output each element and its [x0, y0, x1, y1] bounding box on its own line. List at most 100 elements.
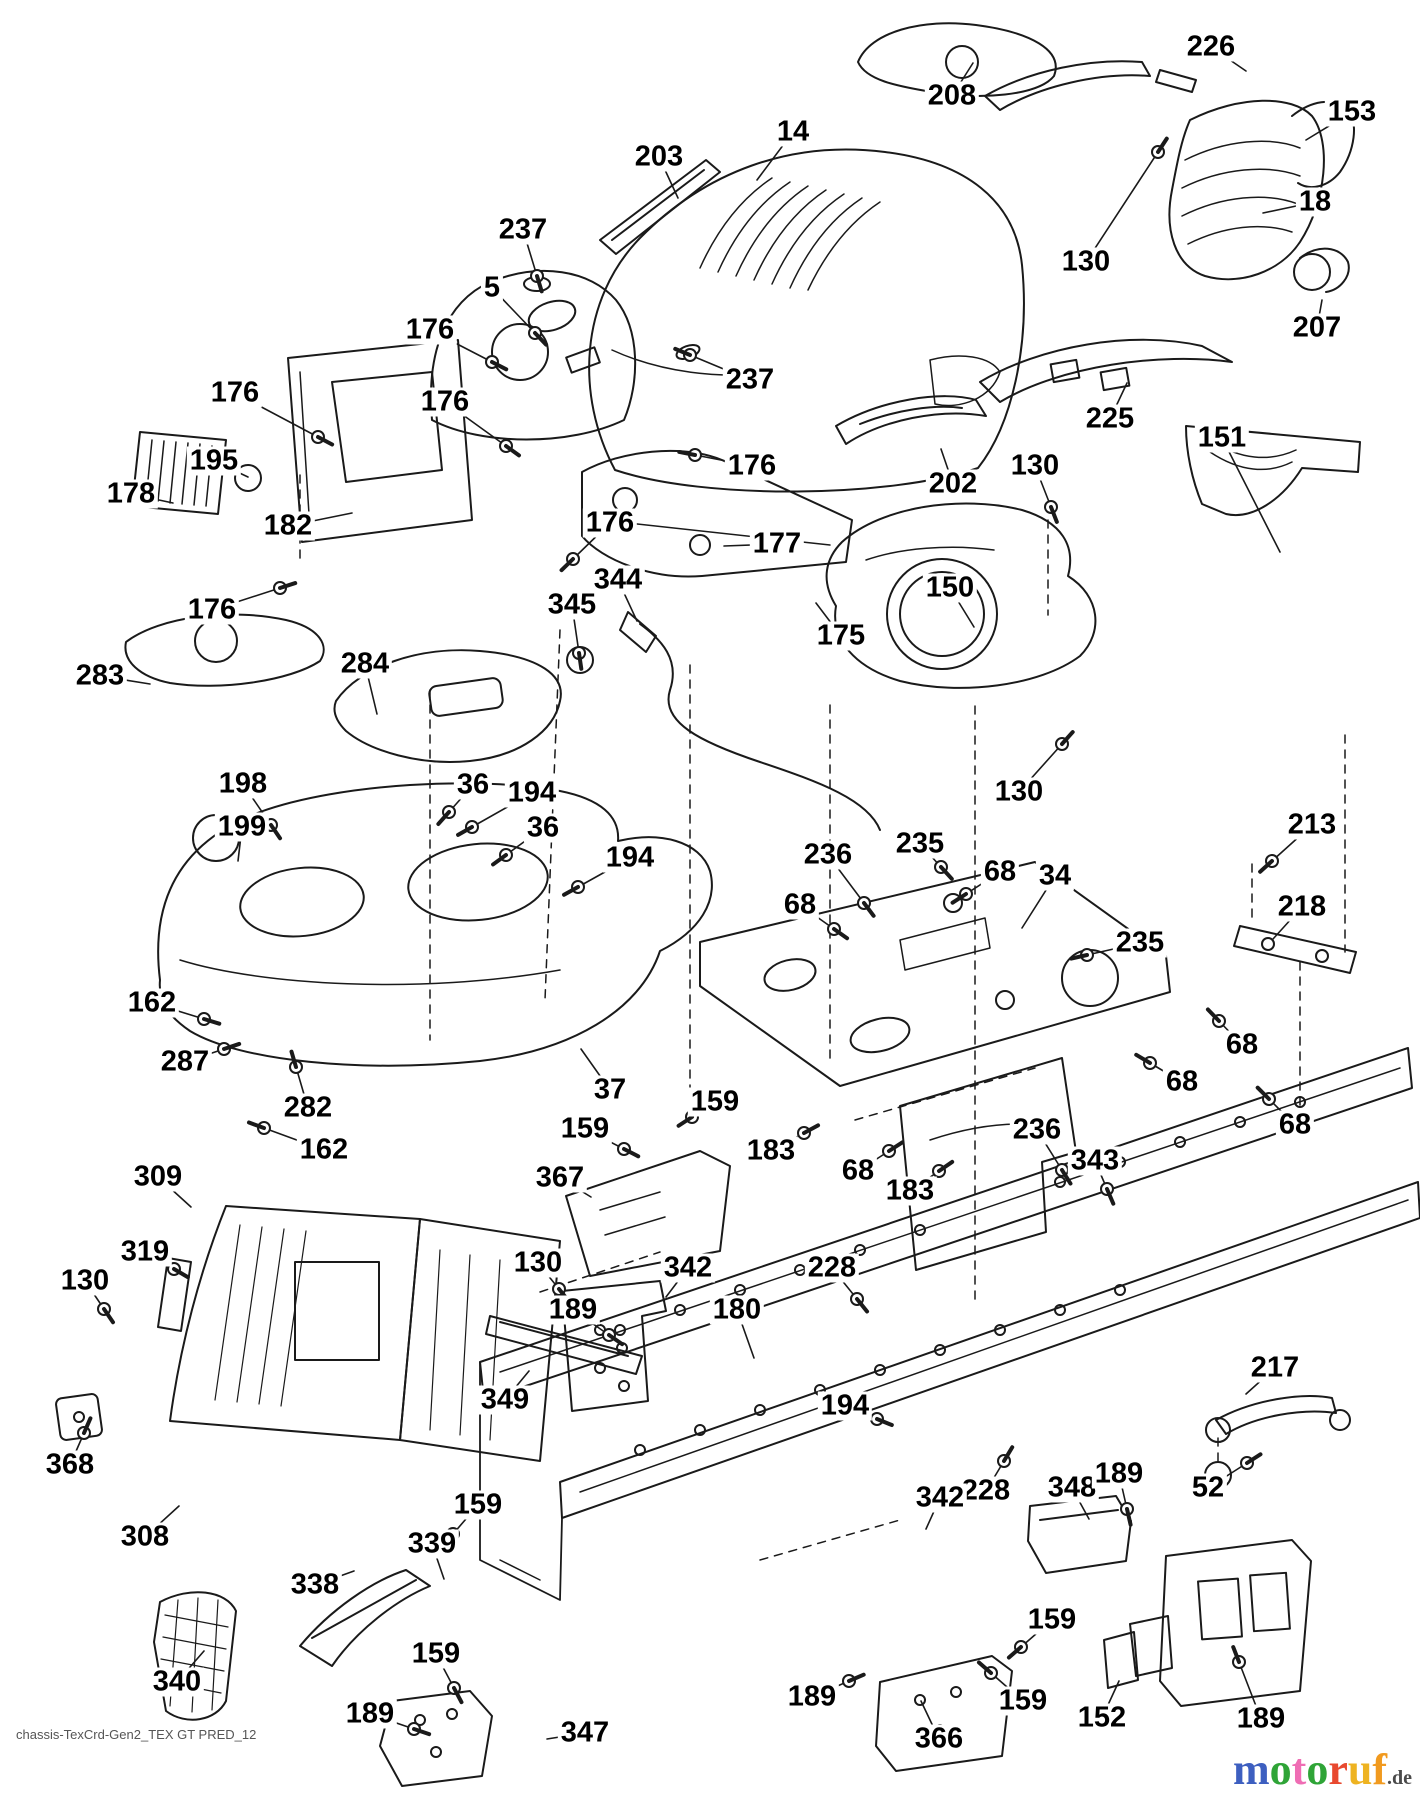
part-label: 176: [184, 595, 240, 625]
plate-347-part: [380, 1691, 492, 1786]
part-label: 189: [1091, 1459, 1147, 1489]
part-label: 225: [1082, 404, 1138, 434]
strap-part: [1234, 926, 1356, 973]
part-label: 208: [924, 81, 980, 111]
part-label: 130: [57, 1266, 113, 1296]
part-label: 218: [1274, 892, 1330, 922]
logo-suffix: .de: [1387, 1767, 1412, 1789]
lamp-pod-part: [858, 23, 1056, 96]
part-label: 189: [342, 1699, 398, 1729]
part-label: 228: [804, 1253, 860, 1283]
part-label: 177: [749, 529, 805, 559]
part-label: 339: [404, 1529, 460, 1559]
logo-letter: o: [1269, 1745, 1292, 1794]
part-label: 309: [130, 1162, 186, 1192]
grille-shell-part: [1169, 101, 1323, 279]
part-label: 213: [1284, 810, 1340, 840]
part-label: 366: [911, 1724, 967, 1754]
part-label: 183: [743, 1136, 799, 1166]
part-label: 176: [724, 451, 780, 481]
mount-plate-part: [700, 862, 1170, 1086]
logo-letter: f: [1372, 1745, 1387, 1794]
part-label: 5: [480, 273, 504, 303]
logo-letter: u: [1347, 1745, 1373, 1794]
hinge-strip-part: [600, 160, 720, 254]
part-label: 153: [1324, 97, 1380, 127]
part-label: 284: [337, 649, 393, 679]
part-label: 349: [477, 1385, 533, 1415]
part-label: 344: [590, 565, 646, 595]
part-label: 348: [1044, 1473, 1100, 1503]
part-label: 18: [1295, 187, 1335, 217]
part-label: 367: [532, 1163, 588, 1193]
part-label: 176: [582, 508, 638, 538]
part-label: 342: [660, 1253, 716, 1283]
part-label: 202: [925, 469, 981, 499]
part-label: 207: [1289, 313, 1345, 343]
part-label: 189: [1233, 1704, 1289, 1734]
part-label: 319: [117, 1237, 173, 1267]
bumper-part: [980, 340, 1232, 402]
part-label: 199: [214, 812, 270, 842]
part-label: 159: [557, 1114, 613, 1144]
part-label: 287: [157, 1047, 213, 1077]
part-label: 68: [1222, 1030, 1262, 1060]
part-label: 236: [1009, 1115, 1065, 1145]
brace-part: [300, 1570, 430, 1666]
logo-letter: t: [1291, 1745, 1307, 1794]
part-label: 194: [504, 778, 560, 808]
rear-plate-part: [170, 1206, 560, 1461]
hood-part: [589, 150, 1024, 492]
part-label: 198: [215, 769, 271, 799]
drawing-code: chassis-TexCrd-Gen2_TEX GT PRED_12: [14, 1726, 259, 1743]
part-label: 14: [773, 117, 813, 147]
part-label: 68: [838, 1156, 878, 1186]
part-label: 343: [1067, 1146, 1123, 1176]
logo-letter: m: [1233, 1745, 1270, 1794]
part-label: 176: [417, 387, 473, 417]
part-label: 175: [813, 621, 869, 651]
guard-part: [1104, 1540, 1311, 1706]
part-label: 178: [103, 479, 159, 509]
part-label: 182: [260, 511, 316, 541]
part-label: 130: [1007, 451, 1063, 481]
cap-part: [235, 465, 261, 491]
part-label: 68: [1162, 1067, 1202, 1097]
part-label: 180: [709, 1295, 765, 1325]
part-label: 235: [1112, 928, 1168, 958]
part-label: 151: [1194, 423, 1250, 453]
part-label: 159: [408, 1639, 464, 1669]
part-label: 194: [817, 1391, 873, 1421]
part-label: 236: [800, 840, 856, 870]
part-label: 340: [149, 1667, 205, 1697]
part-label: 282: [280, 1093, 336, 1123]
bar-part: [486, 1316, 642, 1374]
strip-part: [158, 1258, 191, 1331]
part-label: 52: [1188, 1473, 1228, 1503]
part-label: 345: [544, 590, 600, 620]
part-label: 237: [495, 215, 551, 245]
part-label: 342: [912, 1483, 968, 1513]
part-label: 159: [995, 1686, 1051, 1716]
part-label: 130: [510, 1248, 566, 1278]
dash-tower-part: [431, 271, 635, 440]
part-label: 152: [1074, 1703, 1130, 1733]
console-part: [334, 650, 560, 762]
part-label: 130: [1058, 247, 1114, 277]
part-label: 183: [882, 1176, 938, 1206]
part-label: 68: [780, 890, 820, 920]
logo-letter: o: [1306, 1745, 1329, 1794]
part-label: 159: [687, 1087, 743, 1117]
motoruf-logo[interactable]: motoruf.de: [1231, 1748, 1414, 1792]
part-label: 130: [991, 777, 1047, 807]
part-label: 308: [117, 1522, 173, 1552]
part-label: 37: [590, 1075, 630, 1105]
part-label: 347: [557, 1718, 613, 1748]
part-label: 195: [186, 446, 242, 476]
part-label: 36: [453, 770, 493, 800]
part-label: 176: [402, 315, 458, 345]
grille-trim-part: [985, 61, 1196, 110]
part-label: 203: [631, 142, 687, 172]
